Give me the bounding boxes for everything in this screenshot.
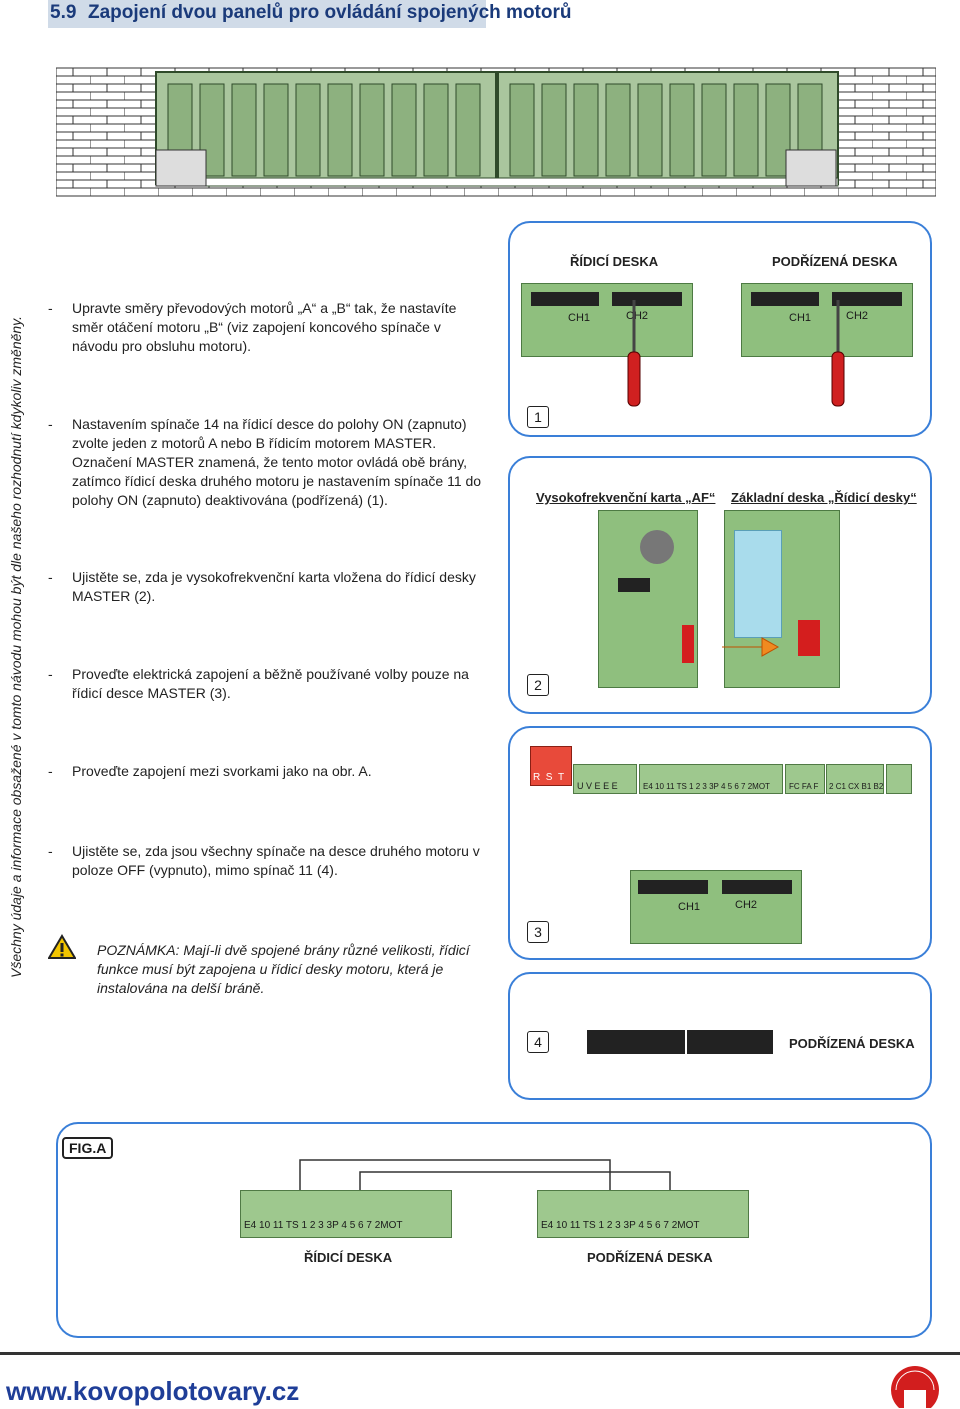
instruction-4: -Proveďte elektrická zapojení a běžně po… bbox=[48, 666, 469, 701]
panel2-right-title: Základní deska „Řídicí desky“ bbox=[731, 490, 917, 505]
step-number-4: 4 bbox=[527, 1031, 549, 1053]
title-bar bbox=[48, 0, 486, 28]
ch2-label: CH2 bbox=[626, 310, 649, 322]
footer-url[interactable]: www.kovopolotovary.cz bbox=[6, 1376, 300, 1406]
fig-left-caption: ŘÍDICÍ DESKA bbox=[304, 1250, 393, 1265]
step-number-3: 3 bbox=[527, 921, 549, 943]
screwdriver-icon bbox=[627, 300, 641, 407]
control-terminal-block: E4 10 11 TS 1 2 3 3P 4 5 6 7 2MOT bbox=[639, 764, 783, 794]
insert-arrow-icon bbox=[722, 637, 780, 657]
rf-card-slot bbox=[734, 530, 782, 638]
dip-switch bbox=[531, 292, 599, 306]
step-number-2: 2 bbox=[527, 674, 549, 696]
limit-switch-terminal: FC FA F bbox=[785, 764, 825, 794]
dip-switch bbox=[832, 292, 902, 306]
note-text: POZNÁMKA: Mají-li dvě spojené brány různ… bbox=[97, 942, 470, 996]
fig-master-terminal-block: E4 10 11 TS 1 2 3 3P 4 5 6 7 2MOT bbox=[240, 1190, 452, 1238]
fig-wiring bbox=[299, 1159, 671, 1190]
panel2-left-title: Vysokofrekvenční karta „AF“ bbox=[536, 490, 716, 505]
instruction-2: -Nastavením spínače 14 na řídicí desce d… bbox=[48, 416, 482, 508]
instruction-3: -Ujistěte se, zda je vysokofrekvenční ka… bbox=[48, 569, 476, 604]
fig-slave-terminal-block: E4 10 11 TS 1 2 3 3P 4 5 6 7 2MOT bbox=[537, 1190, 749, 1238]
company-logo bbox=[891, 1366, 939, 1408]
dip-switch bbox=[638, 880, 708, 894]
rf-card-connector bbox=[682, 625, 694, 663]
instruction-5: -Proveďte zapojení mezi svorkami jako na… bbox=[48, 763, 372, 779]
main-board-connector bbox=[798, 620, 820, 656]
rst-label: R S T bbox=[533, 772, 565, 783]
footer-rule bbox=[0, 1352, 960, 1355]
fig-right-caption: PODŘÍZENÁ DESKA bbox=[587, 1250, 713, 1265]
ch1-label: CH1 bbox=[678, 901, 701, 913]
warning-icon bbox=[48, 934, 76, 959]
ch1-label: CH1 bbox=[568, 312, 591, 324]
section-title: Zapojení dvou panelů pro ovládání spojen… bbox=[88, 2, 572, 23]
rf-card-chip bbox=[618, 578, 650, 592]
dip-switch bbox=[751, 292, 819, 306]
encoder-terminal: 2 C1 CX B1 B2 bbox=[826, 764, 884, 794]
dip-switch bbox=[587, 1030, 685, 1054]
rf-card-component bbox=[640, 530, 674, 564]
ch2-label: CH2 bbox=[735, 899, 758, 911]
instruction-1: -Upravte směry převodových motorů „A“ a … bbox=[48, 300, 457, 354]
ch2-label: CH2 bbox=[846, 310, 869, 322]
dip-switch bbox=[687, 1030, 773, 1054]
motor-terminal-block: U V E E E bbox=[573, 764, 637, 794]
rst-terminal bbox=[530, 746, 572, 786]
panel1-right-title: PODŘÍZENÁ DESKA bbox=[772, 254, 898, 269]
screwdriver-icon bbox=[831, 300, 845, 407]
antenna-terminal bbox=[886, 764, 912, 794]
panel-2 bbox=[508, 456, 932, 714]
gate-illustration bbox=[56, 67, 936, 197]
section-number: 5.9 bbox=[50, 2, 77, 23]
instruction-6: -Ujistěte se, zda jsou všechny spínače n… bbox=[48, 843, 480, 878]
panel4-title: PODŘÍZENÁ DESKA bbox=[789, 1036, 915, 1051]
panel1-left-title: ŘÍDICÍ DESKA bbox=[570, 254, 659, 269]
side-note: Všechny údaje a informace obsažené v tom… bbox=[8, 315, 24, 978]
fig-a-panel bbox=[56, 1122, 932, 1338]
ch1-label: CH1 bbox=[789, 312, 812, 324]
dip-switch bbox=[612, 292, 682, 306]
dip-switch bbox=[722, 880, 792, 894]
step-number-1: 1 bbox=[527, 406, 549, 428]
fig-a-label: FIG.A bbox=[62, 1137, 114, 1159]
